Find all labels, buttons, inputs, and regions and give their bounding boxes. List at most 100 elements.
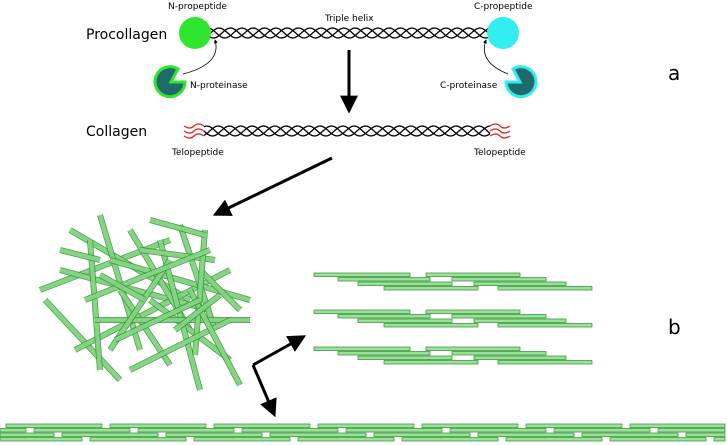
- sheet-fibril: [0, 428, 27, 433]
- sheet-fibril: [269, 432, 367, 437]
- fibril-rod: [188, 288, 242, 387]
- sheet-fibril: [213, 423, 311, 428]
- fibril-rod: [148, 298, 232, 362]
- sheet-fibril: [61, 432, 159, 437]
- procollagen-triple-helix: [204, 27, 494, 39]
- panel-b-label: b: [668, 315, 681, 339]
- sheet-fibril: [193, 437, 291, 442]
- stacked-fibril: [425, 346, 521, 351]
- stacked-fibril: [383, 286, 479, 291]
- sheet-fibril: [0, 437, 83, 442]
- stacked-fibril: [313, 346, 411, 351]
- sheet-fibril: [629, 423, 726, 428]
- sheet-fibril: [241, 428, 339, 433]
- sheet-fibril: [657, 428, 726, 433]
- helix-strand: [203, 125, 491, 137]
- stacked-fibril: [337, 314, 431, 319]
- fibril-rod: [173, 293, 222, 332]
- n-propeptide-globule: [179, 17, 211, 49]
- sheet-fibril: [33, 428, 131, 433]
- sheet-fibril: [165, 432, 263, 437]
- stacked-fibril: [425, 272, 521, 277]
- fibril-rod: [177, 224, 218, 331]
- sheet-fibril: [5, 423, 103, 428]
- stacked-fibril: [497, 286, 593, 291]
- sheet-fibril: [581, 432, 679, 437]
- telopeptide-left-tails: [183, 123, 205, 139]
- fibril-rod: [59, 247, 101, 263]
- sheet-fibril: [553, 428, 651, 433]
- stacked-fibril: [451, 351, 547, 356]
- helix-strand: [204, 27, 494, 39]
- fibril-rod: [87, 239, 103, 371]
- sheet-fibril: [0, 432, 55, 437]
- sheet-fibril: [89, 437, 187, 442]
- stacked-fibril: [497, 360, 593, 365]
- fibril-rod: [97, 214, 143, 351]
- helix-strand: [203, 125, 491, 137]
- sheet-fibril: [297, 437, 395, 442]
- sheet-fibril: [137, 428, 235, 433]
- n-propeptide-label: N-propeptide: [168, 2, 227, 12]
- sheet-fibril: [401, 437, 499, 442]
- sheet-fibril: [505, 437, 603, 442]
- sheet-fibril: [609, 437, 707, 442]
- stacked-fibril: [451, 314, 547, 319]
- stacked-fibril: [451, 277, 547, 282]
- assembly-arrow: [212, 156, 333, 216]
- triple-helix-label: Triple helix: [324, 14, 374, 24]
- telopeptide-right-tails: [489, 123, 511, 139]
- n-proteinase-icon: [153, 65, 187, 99]
- stacked-fibril: [383, 360, 479, 365]
- fibril-rod: [198, 268, 242, 312]
- stacked-fibril: [357, 281, 453, 286]
- fibril-rod: [43, 298, 122, 382]
- panel-a-label: a: [668, 61, 680, 85]
- stacked-fibril: [497, 323, 593, 328]
- stacked-fibril: [473, 355, 567, 360]
- sheet-fibril: [685, 432, 726, 437]
- fibril-rod: [84, 247, 211, 303]
- fibril-rod: [149, 217, 206, 238]
- sheet-fibril: [345, 428, 443, 433]
- c-proteinase-label: C-proteinase: [440, 81, 498, 91]
- stacked-fibril: [337, 351, 431, 356]
- c-proteinase-arrow: [483, 39, 509, 75]
- sheet-fibril: [449, 428, 547, 433]
- stacked-fibril: [473, 281, 567, 286]
- fibril-organization-arrows: [251, 335, 307, 418]
- random-fibril-tangle: [38, 214, 251, 391]
- sheet-fibril: [421, 423, 519, 428]
- fibril-rod: [73, 268, 232, 352]
- fibril-rod: [98, 273, 147, 302]
- stacked-fibril: [313, 272, 411, 277]
- collagen-label: Collagen: [86, 124, 147, 140]
- staggered-fibril-stacks: [313, 272, 593, 365]
- n-proteinase-label: N-proteinase: [190, 81, 248, 91]
- collagen-triple-helix: [203, 125, 491, 137]
- c-propeptide-label: C-propeptide: [474, 2, 533, 12]
- stacked-fibril: [383, 323, 479, 328]
- sheet-fibril: [477, 432, 575, 437]
- telopeptide-right-label: Telopeptide: [473, 148, 526, 158]
- fibril-rod: [59, 267, 211, 313]
- sheet-fibril: [525, 423, 623, 428]
- stacked-fibril: [357, 318, 453, 323]
- stacked-fibril: [425, 309, 521, 314]
- bottom-fibril-sheet: [0, 423, 726, 442]
- telopeptide-left-label: Telopeptide: [171, 148, 224, 158]
- sheet-fibril: [373, 432, 471, 437]
- stacked-fibril: [337, 277, 431, 282]
- stacked-fibril: [313, 309, 411, 314]
- fibril-rod: [114, 297, 201, 343]
- n-proteinase-arrow: [182, 39, 218, 75]
- sheet-fibril: [109, 423, 207, 428]
- stacked-fibril: [473, 318, 567, 323]
- c-proteinase-icon: [504, 65, 538, 99]
- sheet-fibril: [317, 423, 415, 428]
- stacked-fibril: [357, 355, 453, 360]
- procollagen-label: Procollagen: [86, 27, 167, 43]
- sheet-fibril: [713, 437, 726, 442]
- c-propeptide-globule: [487, 17, 519, 49]
